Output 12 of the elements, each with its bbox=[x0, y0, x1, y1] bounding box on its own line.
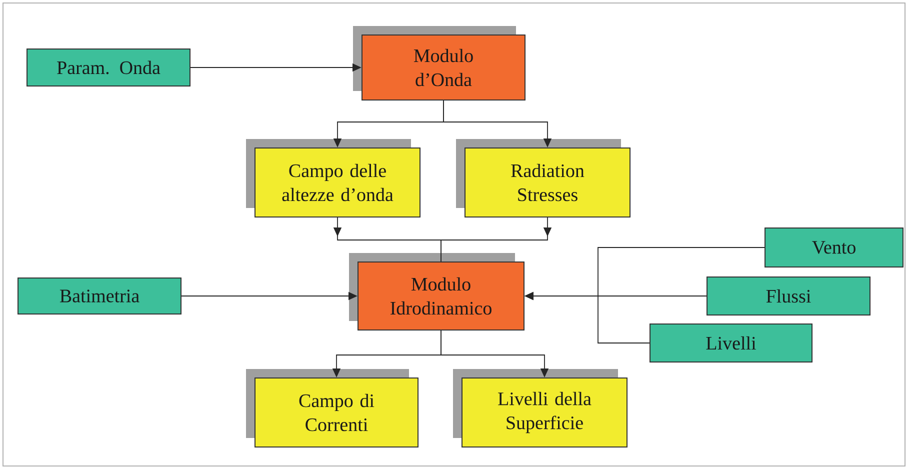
process-box: Campo di Correnti bbox=[246, 369, 418, 448]
process-box: Radiation Stresses bbox=[456, 139, 630, 218]
input-box: Batimetria bbox=[18, 278, 182, 314]
process-box: Modulo Idrodinamico bbox=[349, 253, 524, 330]
input-box: Flussi bbox=[706, 276, 870, 316]
input-box: Param. Onda bbox=[26, 48, 190, 86]
input-box: Livelli bbox=[650, 324, 812, 362]
process-box: Livelli della Superficie bbox=[453, 369, 628, 448]
process-box: Modulo d’Onda bbox=[353, 26, 526, 100]
arrow bbox=[440, 217, 552, 262]
process-box: Campo delle altezze d’onda bbox=[246, 139, 420, 218]
input-box: Vento bbox=[764, 228, 904, 268]
